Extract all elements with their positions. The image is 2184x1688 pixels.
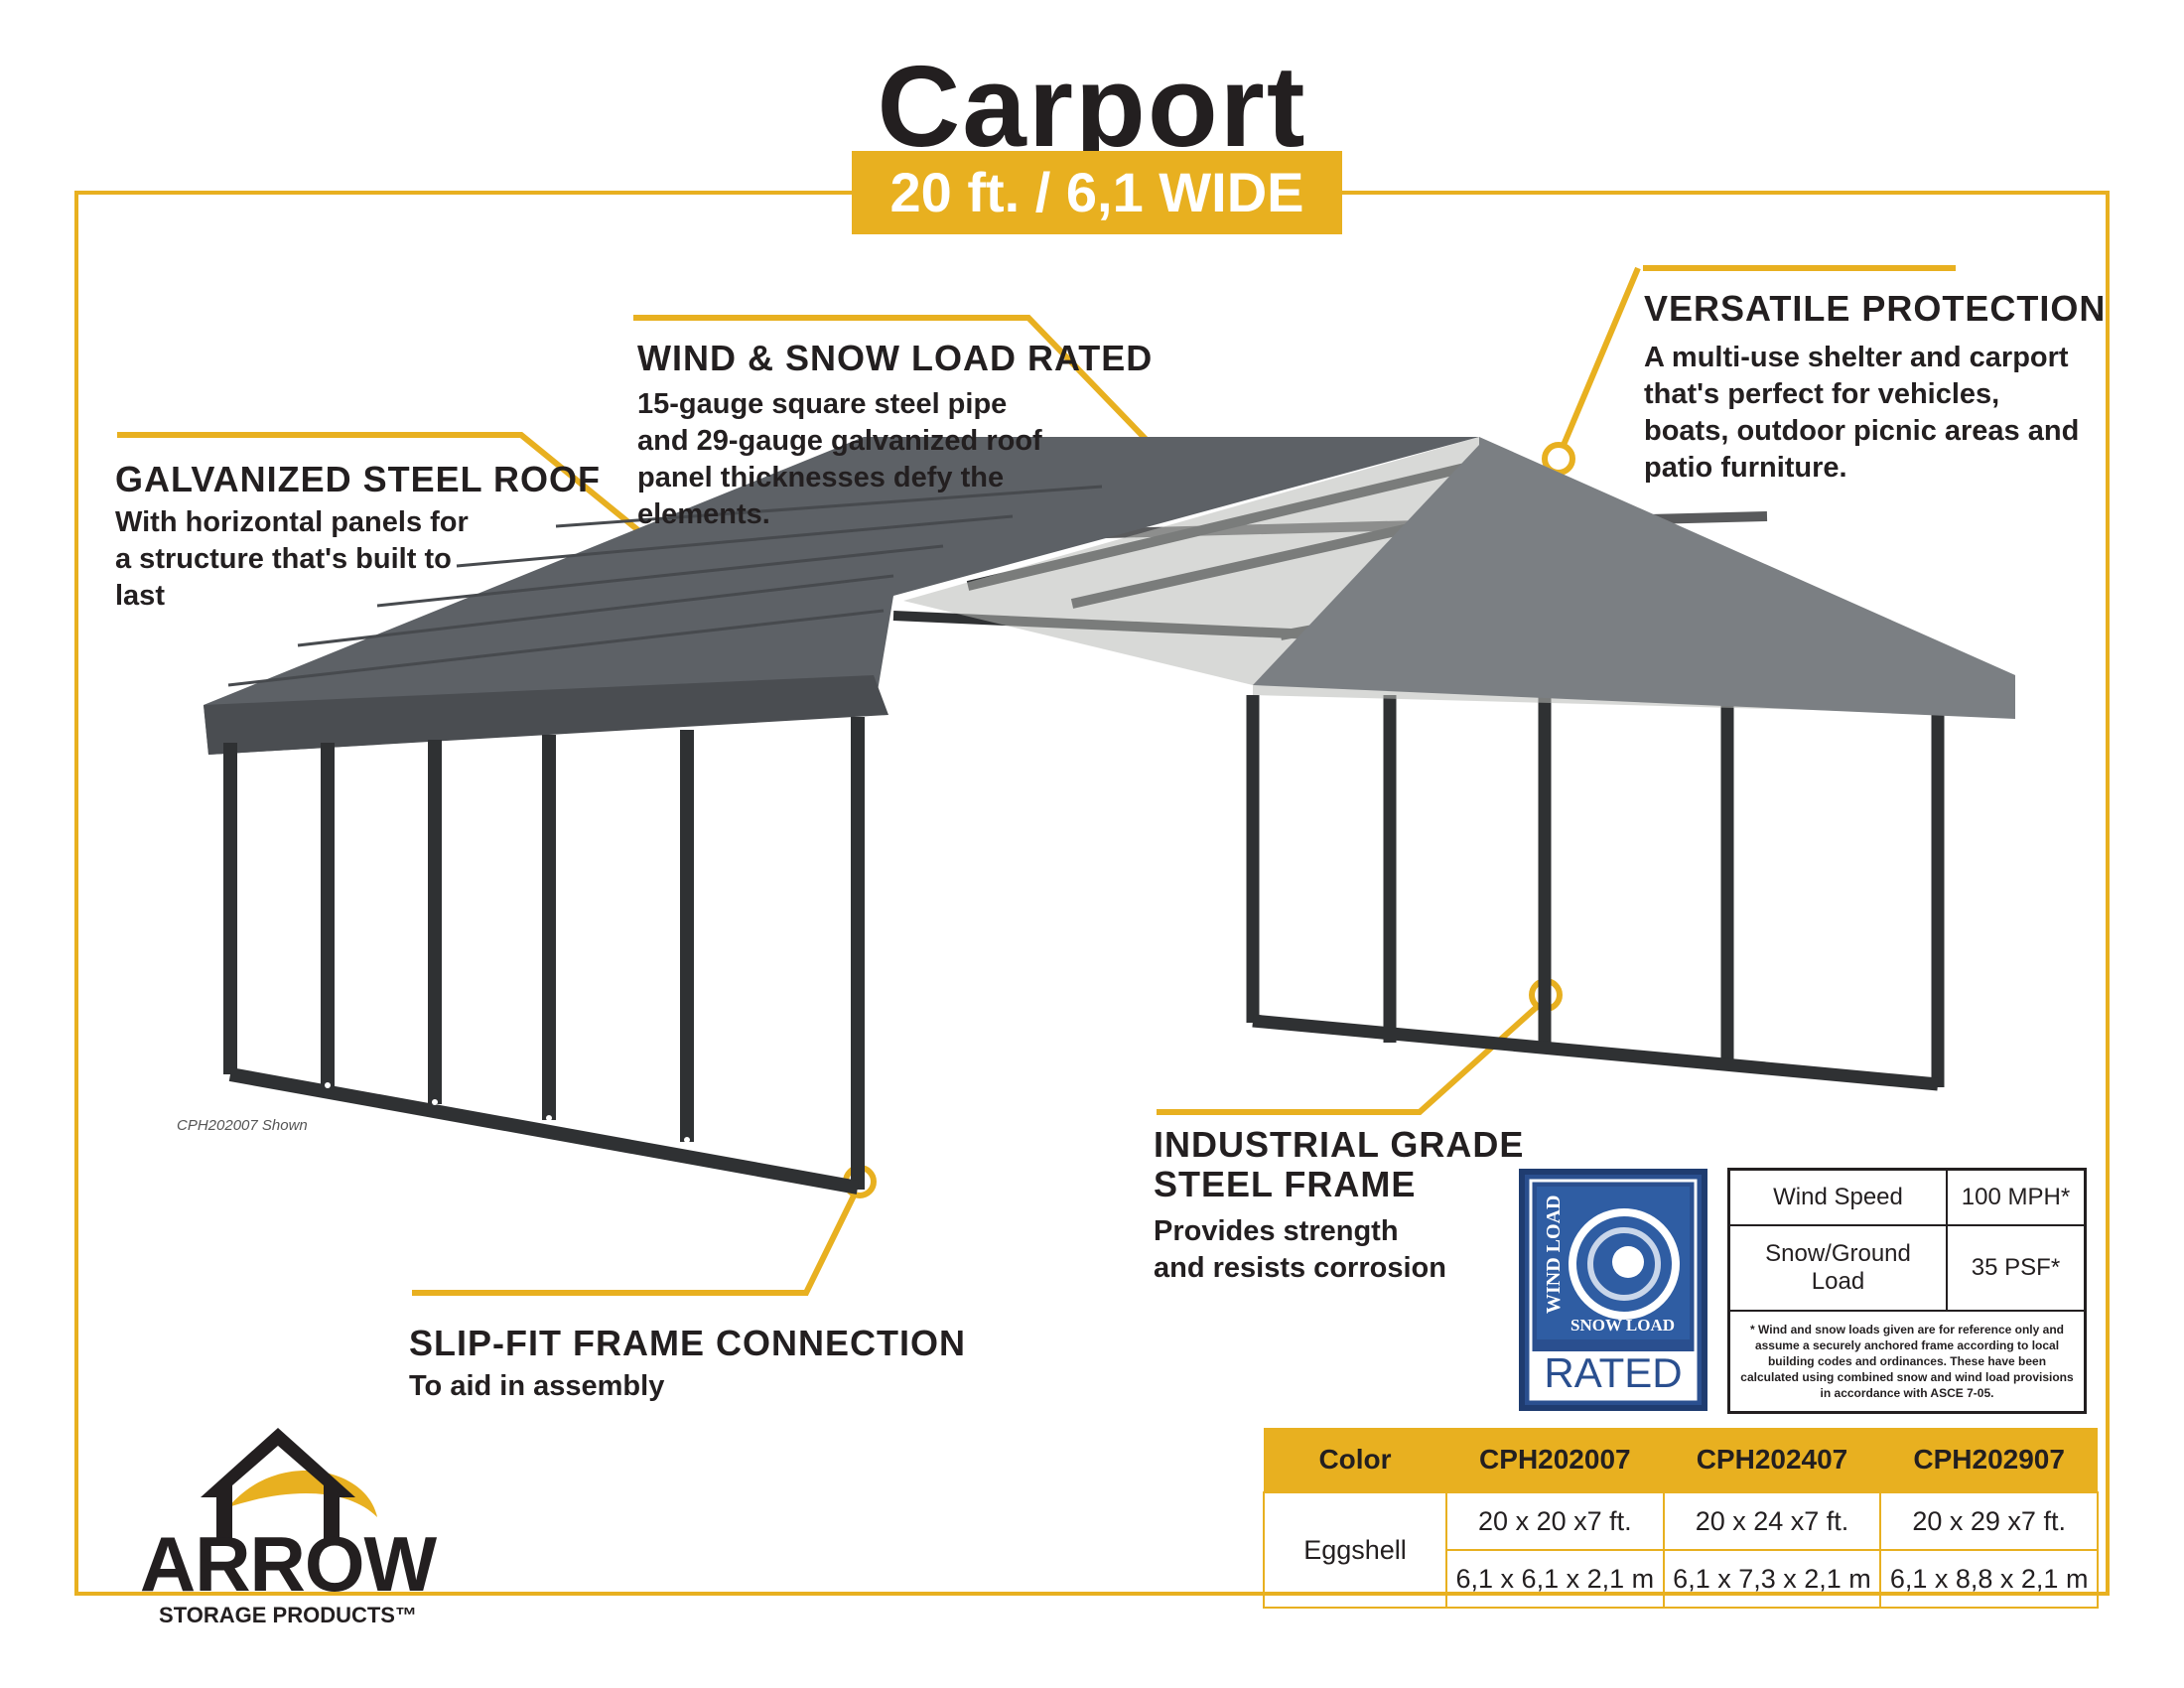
swirl-icon [1569,1208,1680,1320]
page-title: Carport [877,42,1307,171]
feature-body-galvanized: With horizontal panels for a structure t… [115,506,469,612]
feature-body-slip-fit: To aid in assembly [409,1370,665,1402]
load-rating-table: Wind Speed 100 MPH* Snow/Ground Load 35 … [1727,1168,2087,1414]
load-value-wind: 100 MPH* [1946,1168,2087,1226]
badge-snow-load-text: SNOW LOAD [1570,1316,1676,1335]
spec-header-color: Color [1264,1428,1446,1492]
callout-line-versatile [1556,266,1641,459]
badge-wind-load-text: WIND LOAD [1543,1195,1565,1314]
feature-title-frame-1: INDUSTRIAL GRADE [1154,1124,1525,1165]
spec-table: Color CPH202007 CPH202407 CPH202907 Eggs… [1263,1428,2099,1609]
spec-imperial-1: 20 x 20 x7 ft. [1445,1491,1665,1551]
spec-imperial-2: 20 x 24 x7 ft. [1662,1491,1882,1551]
spec-header-row: Color CPH202007 CPH202407 CPH202907 [1264,1428,2098,1492]
spec-color-value: Eggshell [1263,1491,1447,1609]
load-note: * Wind and snow loads given are for refe… [1727,1310,2087,1414]
feature-title-galvanized: GALVANIZED STEEL ROOF [115,459,602,499]
spec-metric-2: 6,1 x 7,3 x 2,1 m [1662,1549,1882,1609]
spec-metric-1: 6,1 x 6,1 x 2,1 m [1445,1549,1665,1609]
load-label-wind: Wind Speed [1727,1168,1948,1226]
image-caption: CPH202007 Shown [177,1117,308,1134]
badge-rated-text: RATED [1544,1349,1683,1396]
load-value-snow: 35 PSF* [1946,1224,2087,1312]
table-row: Wind Speed 100 MPH* [1727,1168,2087,1226]
callout-line-slip [412,1182,863,1296]
spec-header-model-3: CPH202907 [1880,1428,2098,1492]
table-row: * Wind and snow loads given are for refe… [1727,1310,2087,1414]
feature-body-wind-snow: 15-gauge square steel pipe and 29-gauge … [637,388,1042,530]
subtitle-banner: 20 ft. / 6,1 WIDE [852,151,1342,234]
callout-line-wind [633,315,1200,495]
load-rated-badge: WIND LOAD SNOW LOAD RATED [1519,1169,1707,1411]
load-label-snow: Snow/Ground Load [1727,1224,1948,1312]
table-row: Snow/Ground Load 35 PSF* [1727,1224,2087,1312]
feature-title-slip-fit: SLIP-FIT FRAME CONNECTION [409,1323,966,1363]
feature-title-wind-snow: WIND & SNOW LOAD RATED [637,338,1154,378]
callout-line-frame [1157,996,1549,1115]
feature-title-frame-2: STEEL FRAME [1154,1164,1417,1204]
table-row: Eggshell 20 x 20 x7 ft. 20 x 24 x7 ft. 2… [1263,1491,2099,1609]
table-row: 6,1 x 6,1 x 2,1 m 6,1 x 7,3 x 2,1 m 6,1 … [1264,1549,2099,1609]
spec-header-model-1: CPH202007 [1446,1428,1664,1492]
brand-name: ARROW [139,1520,437,1608]
feature-body-versatile: A multi-use shelter and carport that's p… [1644,342,2080,484]
spec-metric-3: 6,1 x 8,8 x 2,1 m [1879,1549,2099,1609]
arrow-logo: ARROW STORAGE PRODUCTS™ [129,1408,447,1636]
brand-tagline: STORAGE PRODUCTS™ [159,1603,417,1627]
feature-title-versatile: VERSATILE PROTECTION [1644,288,2107,329]
spec-header-model-2: CPH202407 [1663,1428,1881,1492]
spec-imperial-3: 20 x 29 x7 ft. [1879,1491,2099,1551]
house-icon [201,1428,377,1539]
feature-body-frame: Provides strength and resists corrosion [1154,1215,1446,1284]
